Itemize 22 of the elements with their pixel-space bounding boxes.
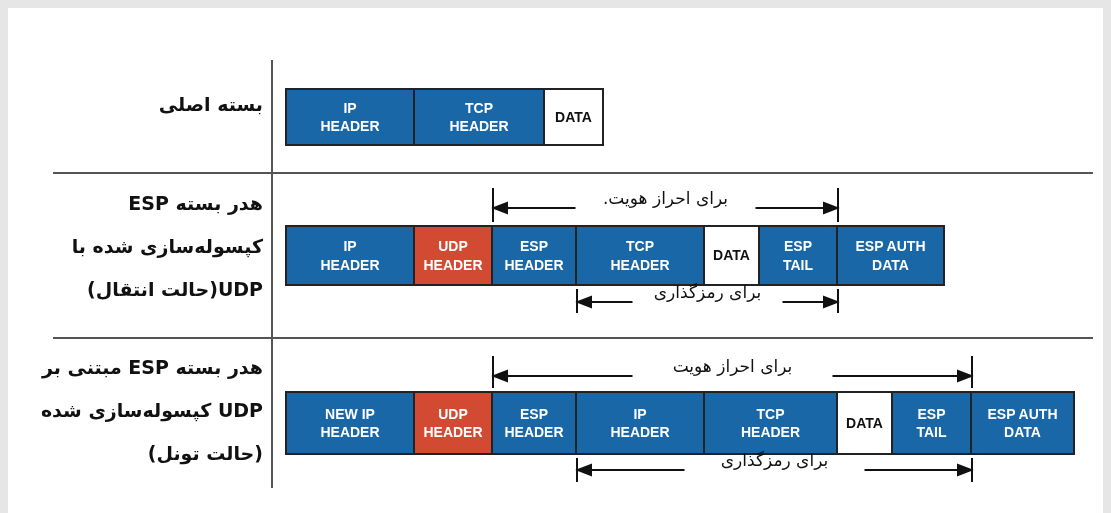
packet-field: UDP HEADER [413, 225, 493, 286]
row-title: هدر بسته ESP کپسوله‌سازی شده با UDP(حالت انتقال) [70, 191, 263, 302]
packet-field: ESP HEADER [491, 391, 577, 455]
row-title: بسته اصلی [157, 92, 263, 117]
packet-field: ESP TAIL [891, 391, 972, 455]
dimension-label: برای احراز هویت. [602, 188, 729, 208]
packet-field: NEW IP HEADER [285, 391, 415, 455]
packet-field: DATA [836, 391, 893, 455]
row-title: هدر بسته ESP مبتنی بر UDP کپسوله‌سازی شده (حالت تونل) [39, 355, 263, 467]
packet-field: TCP HEADER [575, 225, 705, 286]
packet-field: DATA [703, 225, 760, 286]
packet-field: ESP HEADER [491, 225, 577, 286]
packet-field: TCP HEADER [413, 88, 545, 146]
packet-field: IP HEADER [285, 88, 415, 146]
packet-field: UDP HEADER [413, 391, 493, 455]
packet-field: ESP AUTH DATA [970, 391, 1075, 455]
packet-field: ESP TAIL [758, 225, 838, 286]
packet-field: ESP AUTH DATA [836, 225, 945, 286]
packet-field: IP HEADER [285, 225, 415, 286]
dimension-label: برای احراز هویت [672, 356, 793, 376]
packet-field: IP HEADER [575, 391, 705, 455]
packet-field: DATA [543, 88, 604, 146]
